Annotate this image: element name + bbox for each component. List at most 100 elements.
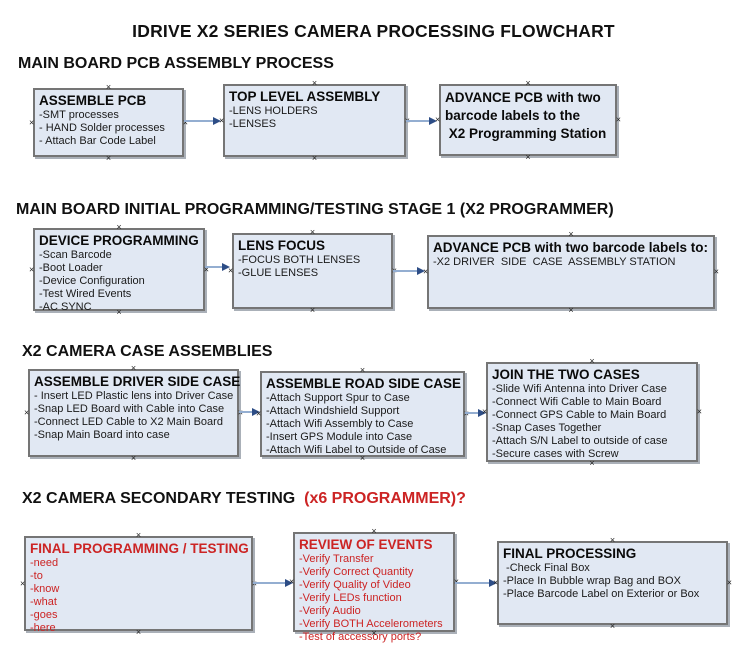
flow-node-advance-pcb-driver-side-station[interactable]: × × × × ADVANCE PCB with two barcode lab… xyxy=(423,230,719,315)
node-item: -Connect LED Cable to X2 Main Board xyxy=(34,416,223,428)
node-item: -to xyxy=(30,570,43,582)
connection-handle-left[interactable]: × xyxy=(493,577,499,588)
connection-handle-top[interactable]: × xyxy=(311,78,318,88)
node-item: -Test Wired Events xyxy=(39,288,132,300)
connection-handle-top[interactable]: × xyxy=(105,82,112,92)
connector-arrow[interactable] xyxy=(253,578,293,588)
node-item: - Insert LED Plastic lens into Driver Ca… xyxy=(34,390,234,402)
connector-arrow[interactable] xyxy=(455,578,497,588)
connection-handle-left[interactable]: × xyxy=(20,578,26,588)
node-item: -Snap LED Board with Cable into Case xyxy=(34,403,225,415)
arrow-head-icon xyxy=(489,579,497,587)
node-item: -Test of accessory ports? xyxy=(299,631,422,643)
connection-handle-top[interactable]: × xyxy=(568,229,574,239)
connection-handle-top[interactable]: × xyxy=(371,526,377,536)
connection-handle-bottom[interactable]: × xyxy=(359,453,366,463)
node-item: -Attach Wifi Label to Outside of Case xyxy=(266,444,447,456)
flow-node-lens-focus[interactable]: × × × × LENS FOCUS -FOCUS BOTH LENSES -G… xyxy=(228,228,397,315)
connection-handle-right[interactable]: × xyxy=(615,114,621,125)
connection-handle-bottom[interactable]: × xyxy=(105,153,112,163)
connector-arrow[interactable] xyxy=(205,262,230,272)
arrow-head-icon xyxy=(429,117,437,125)
connection-handle-left[interactable]: × xyxy=(423,266,429,277)
connection-handle-top[interactable]: × xyxy=(589,356,595,366)
connection-handle-right[interactable]: × xyxy=(713,266,719,277)
flow-node-advance-pcb-programming-station[interactable]: × × × × ADVANCE PCB with two barcode lab… xyxy=(435,79,621,162)
connection-handle-bottom[interactable]: × xyxy=(309,305,316,315)
connector-arrow[interactable] xyxy=(239,407,260,417)
flow-node-assemble-road-side-case[interactable]: × × × × ASSEMBLE ROAD SIDE CASE -Attach … xyxy=(256,366,469,463)
flow-node-final-programming-testing[interactable]: × × × × FINAL PROGRAMMING / TESTING -nee… xyxy=(20,531,257,637)
connection-handle-right[interactable]: × xyxy=(182,117,188,127)
connection-handle-top[interactable]: × xyxy=(525,78,531,88)
connection-handle-bottom[interactable]: × xyxy=(609,621,616,631)
node-item: -GLUE LENSES xyxy=(238,267,319,279)
section-header-black-part: X2 CAMERA SECONDARY TESTING xyxy=(22,490,305,507)
connection-handle-top[interactable]: × xyxy=(609,535,616,545)
connection-handle-top[interactable]: × xyxy=(135,530,142,540)
node-item: -Connect Wifi Cable to Main Board xyxy=(492,396,662,408)
connection-handle-right[interactable]: × xyxy=(454,577,459,587)
node-item: -Device Configuration xyxy=(39,275,145,287)
section-header-secondary-testing: X2 CAMERA SECONDARY TESTING (x6 PROGRAMM… xyxy=(22,490,466,508)
arrow-line xyxy=(184,120,213,122)
node-item: - Attach Bar Code Label xyxy=(39,135,156,147)
connection-handle-bottom[interactable]: × xyxy=(371,628,377,638)
node-item: -Insert GPS Module into Case xyxy=(266,431,413,443)
node-title: FINAL PROGRAMMING / TESTING xyxy=(30,541,249,556)
connection-handle-left[interactable]: × xyxy=(29,264,35,274)
flow-node-assemble-driver-side-case[interactable]: × × × × ASSEMBLE DRIVER SIDE CASE - Inse… xyxy=(24,364,243,463)
connection-handle-left[interactable]: × xyxy=(24,407,30,418)
connection-handle-left[interactable]: × xyxy=(435,114,441,125)
connection-handle-top[interactable]: × xyxy=(359,365,366,375)
connection-handle-left[interactable]: × xyxy=(289,576,295,587)
connection-handle-left[interactable]: × xyxy=(482,406,488,417)
connection-handle-bottom[interactable]: × xyxy=(589,458,595,468)
node-title: LENS FOCUS xyxy=(238,238,326,253)
connection-handle-left[interactable]: × xyxy=(219,115,225,125)
arrow-line xyxy=(406,120,429,122)
connection-handle-bottom[interactable]: × xyxy=(130,453,137,463)
connection-handle-right[interactable]: × xyxy=(696,406,702,417)
node-title: REVIEW OF EVENTS xyxy=(299,537,433,552)
connector-arrow[interactable] xyxy=(393,266,425,276)
node-item: -Verify Audio xyxy=(299,605,361,617)
connector-arrow[interactable] xyxy=(465,408,486,418)
arrow-head-icon xyxy=(285,579,293,587)
node-item: -Verify Quality of Video xyxy=(299,579,411,591)
node-title: ASSEMBLE ROAD SIDE CASE xyxy=(266,376,462,391)
arrow-line xyxy=(393,270,417,272)
arrow-line xyxy=(253,582,285,584)
node-item: -know xyxy=(30,583,60,595)
connection-handle-top[interactable]: × xyxy=(130,363,137,373)
section-header-red-part: (x6 PROGRAMMER)? xyxy=(304,490,466,507)
connection-handle-bottom[interactable]: × xyxy=(568,305,574,315)
flow-node-final-processing[interactable]: × × × × FINAL PROCESSING -Check Final Bo… xyxy=(493,536,732,631)
connection-handle-bottom[interactable]: × xyxy=(116,307,122,317)
connection-handle-left[interactable]: × xyxy=(29,117,35,127)
connection-handle-top[interactable]: × xyxy=(309,227,316,237)
node-item: -Check Final Box xyxy=(503,562,590,574)
flow-node-join-the-two-cases[interactable]: × × × × JOIN THE TWO CASES -Slide Wifi A… xyxy=(482,357,702,468)
flow-node-review-of-events[interactable]: × × × × REVIEW OF EVENTS -Verify Transfe… xyxy=(289,527,459,644)
connection-handle-right[interactable]: × xyxy=(203,264,209,274)
flow-node-top-level-assembly[interactable]: × × × × TOP LEVEL ASSEMBLY -LENS HOLDERS… xyxy=(219,79,410,163)
node-item: -Attach Support Spur to Case xyxy=(266,392,410,404)
node-item: -Boot Loader xyxy=(39,262,103,274)
connection-handle-top[interactable]: × xyxy=(116,222,122,232)
node-item: -Attach S/N Label to outside of case xyxy=(492,435,668,447)
connection-handle-left[interactable]: × xyxy=(228,265,234,276)
node-item: -here xyxy=(30,622,56,634)
connection-handle-left[interactable]: × xyxy=(256,408,262,419)
connector-arrow[interactable] xyxy=(184,116,221,126)
node-item: -Snap Cases Together xyxy=(492,422,602,434)
connector-arrow[interactable] xyxy=(406,116,437,126)
connection-handle-right[interactable]: × xyxy=(726,577,732,588)
connection-handle-bottom[interactable]: × xyxy=(135,627,142,637)
connection-handle-bottom[interactable]: × xyxy=(525,152,531,162)
flow-node-assemble-pcb[interactable]: × × × × ASSEMBLE PCB -SMT processes - HA… xyxy=(29,83,188,163)
section-header-initial-programming: MAIN BOARD INITIAL PROGRAMMING/TESTING S… xyxy=(16,201,614,218)
node-title: ASSEMBLE DRIVER SIDE CASE xyxy=(34,374,241,389)
flow-node-device-programming[interactable]: × × × × DEVICE PROGRAMMING -Scan Barcode… xyxy=(29,223,209,317)
connection-handle-bottom[interactable]: × xyxy=(311,153,318,163)
